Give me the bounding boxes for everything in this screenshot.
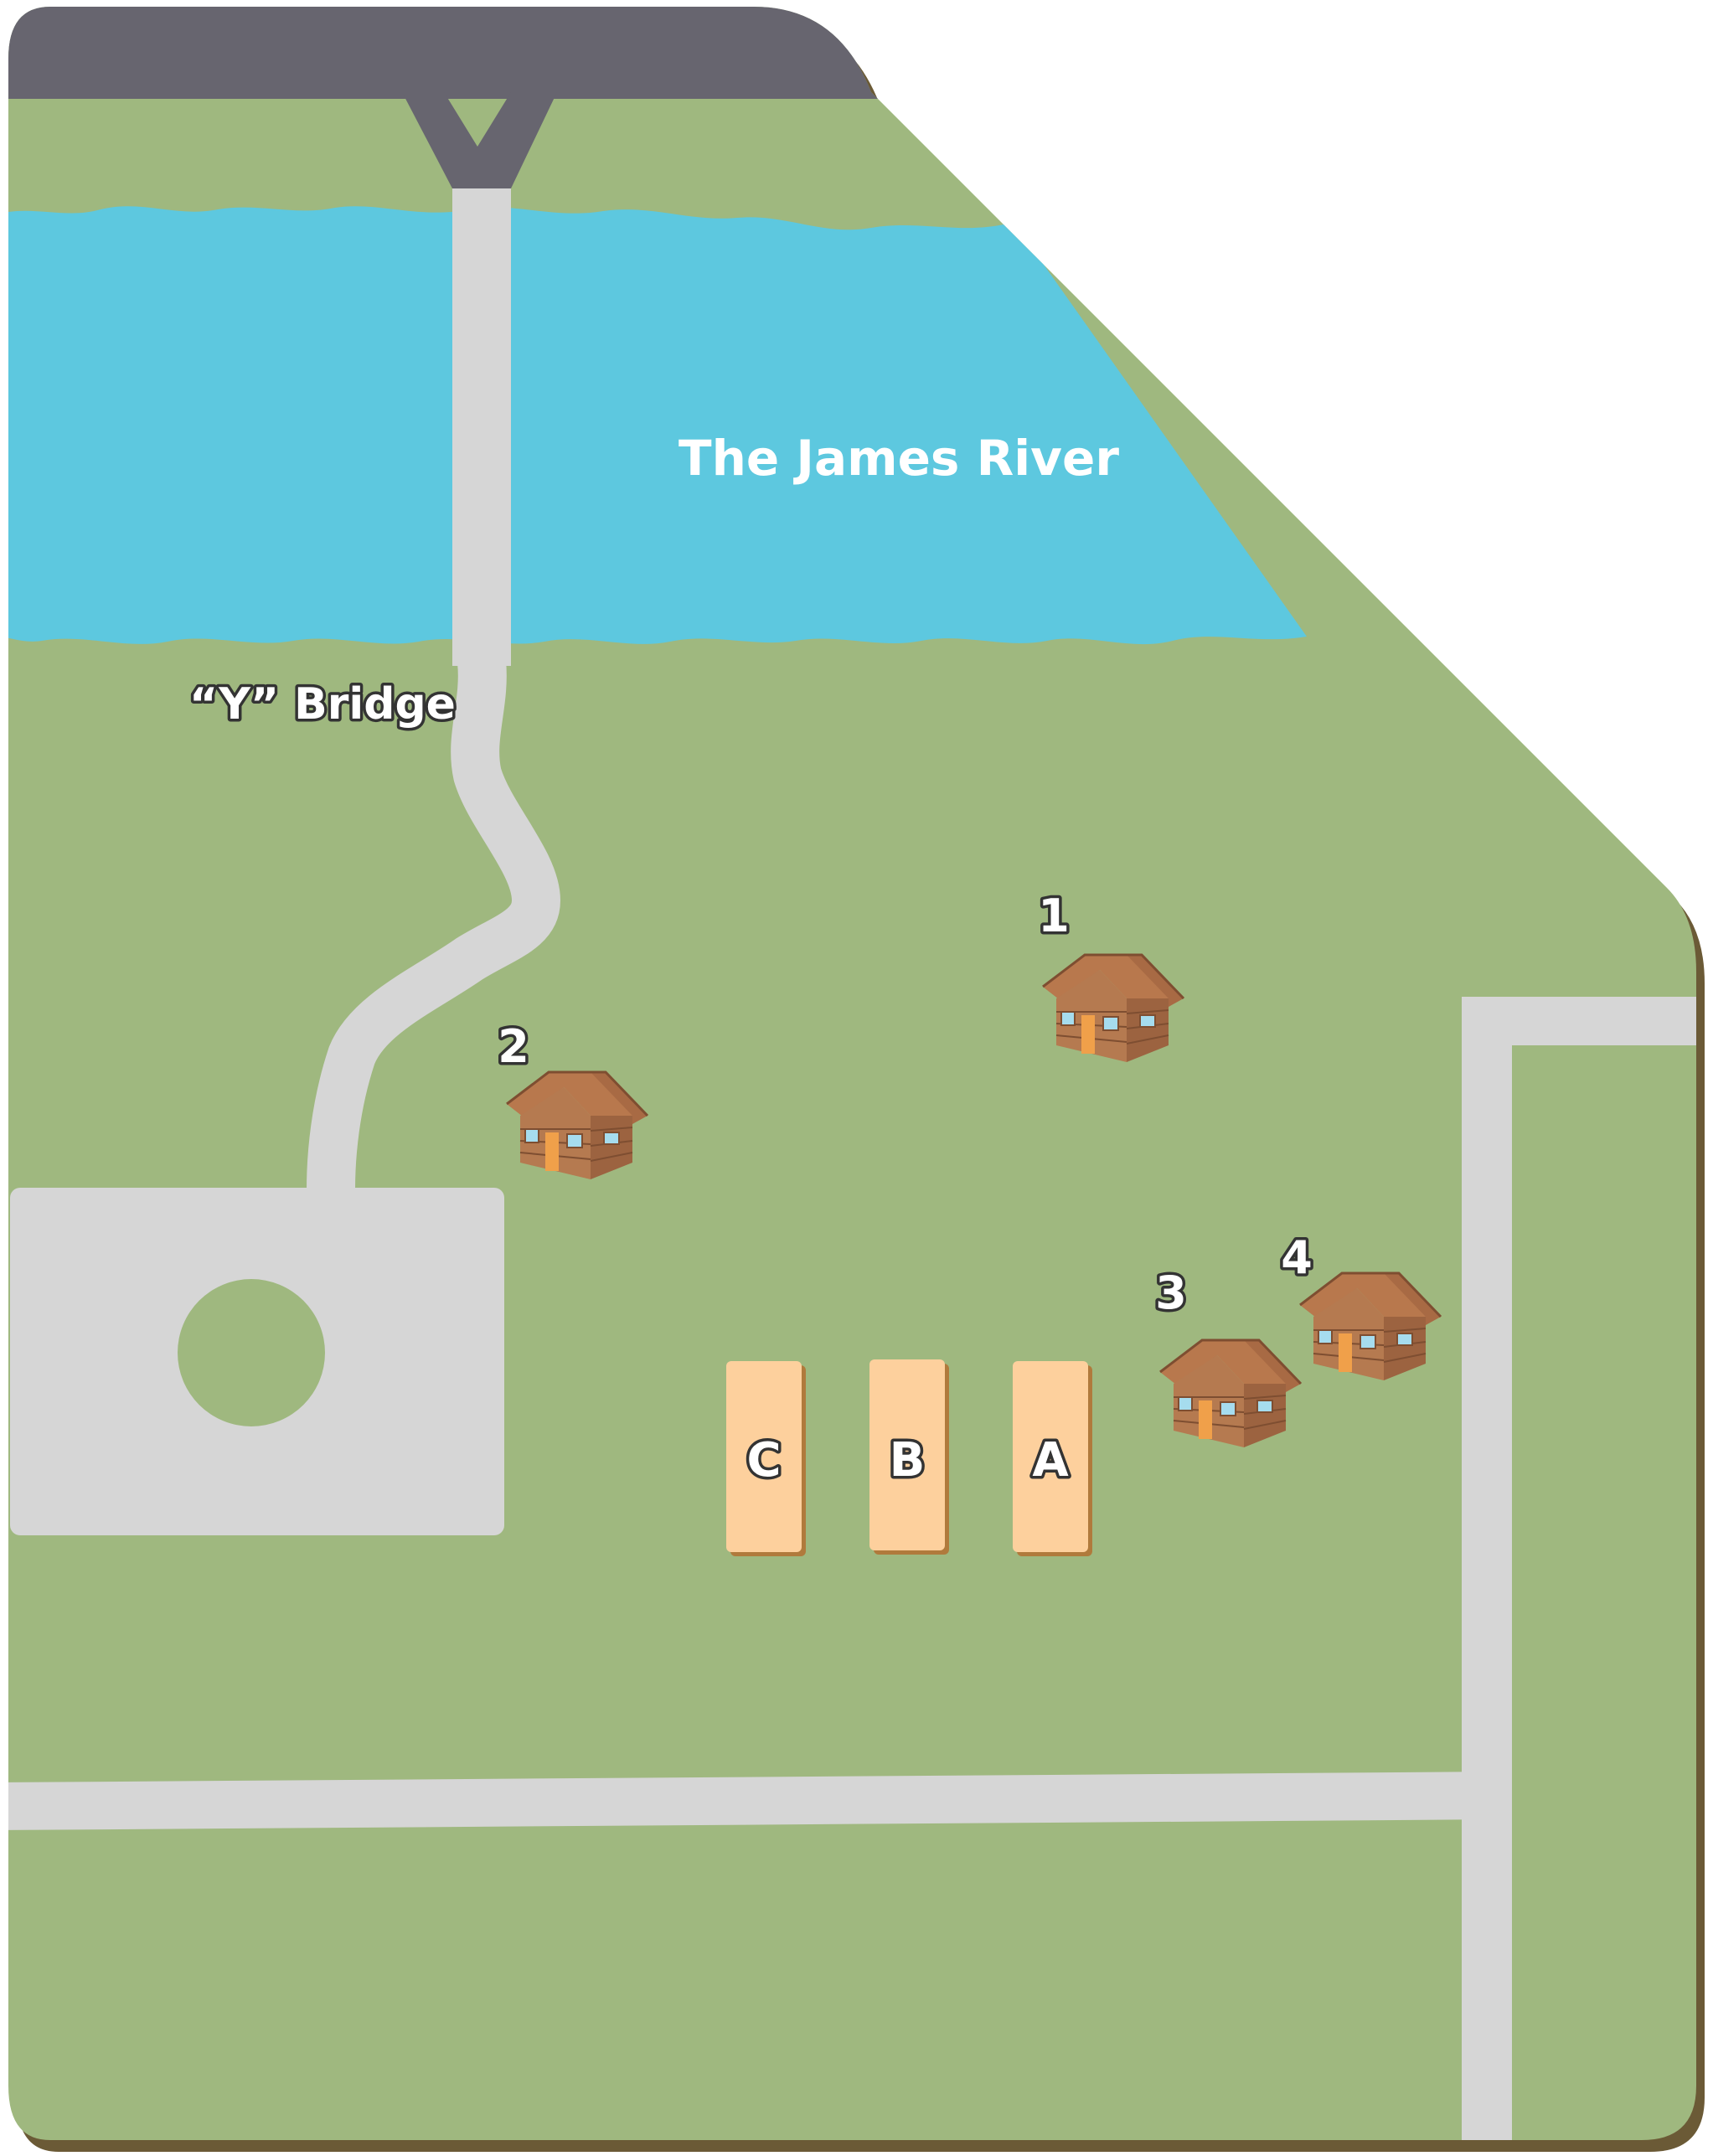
bridge-path <box>307 659 560 1190</box>
cabin-2-number: 2 <box>498 1020 529 1073</box>
main-road <box>8 7 1696 99</box>
lot-c[interactable]: C <box>726 1361 806 1556</box>
cabin-1-number: 1 <box>1038 890 1070 942</box>
lot-a-letter: A <box>1032 1433 1069 1488</box>
lot-b-letter: B <box>890 1433 926 1488</box>
east-road-vertical <box>1462 997 1512 2140</box>
y-bridge-deck <box>452 188 511 666</box>
cabin-4-number: 4 <box>1281 1231 1313 1284</box>
lot-a[interactable]: A <box>1013 1361 1092 1556</box>
lot-c-letter: C <box>746 1433 781 1488</box>
bridge-label: “Y” Bridge <box>189 679 456 730</box>
y-bridge-fork <box>402 92 557 188</box>
cabin-3-number: 3 <box>1155 1266 1187 1319</box>
east-road-spur <box>1462 997 1696 1045</box>
james-river <box>8 206 1307 645</box>
river-label: The James River <box>678 430 1119 487</box>
lot-b[interactable]: B <box>869 1359 949 1555</box>
parking-lot-island <box>178 1279 325 1426</box>
south-road <box>8 1772 1512 1830</box>
